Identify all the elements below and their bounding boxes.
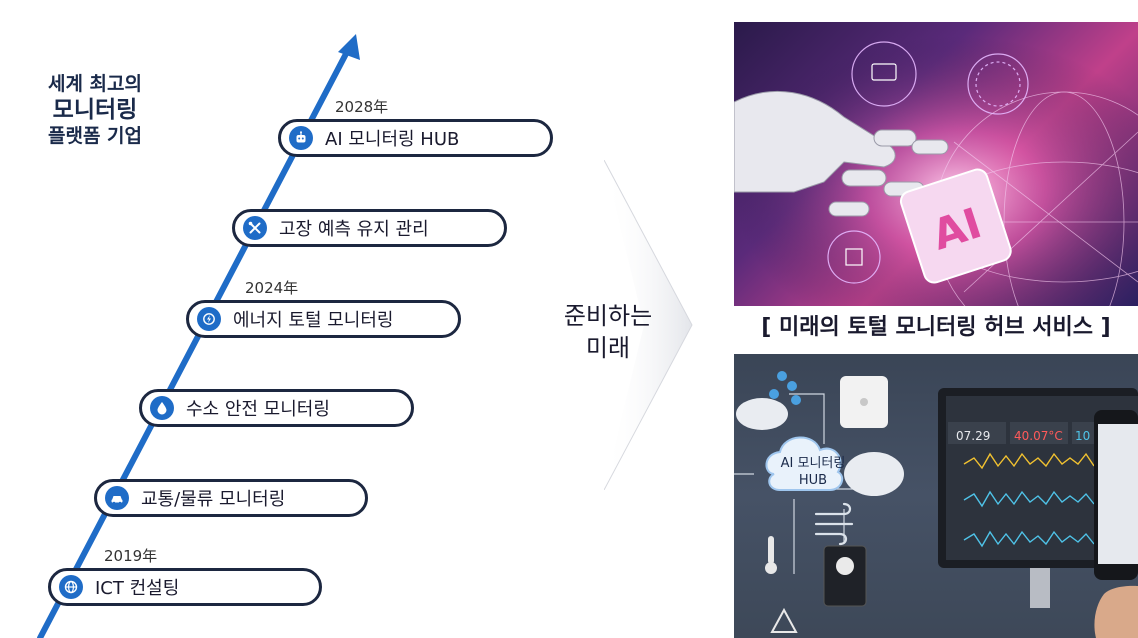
timeline-item-ai-monitoring-hub: AI 모니터링 HUB [278, 119, 553, 157]
timeline-item-label: ICT 컨설팅 [95, 578, 180, 599]
car-icon [105, 486, 129, 510]
hub-cloud-line-1: AI 모니터링 [780, 456, 846, 471]
timeline-item-label: 교통/물류 모니터링 [141, 489, 286, 510]
readout-temperature: 40.07°C [1014, 429, 1063, 443]
globe-chip-icon [59, 575, 83, 599]
timeline-item-energy-total: 에너지 토털 모니터링 [186, 300, 461, 338]
timeline-item-ict-consulting: ICT 컨설팅 [48, 568, 322, 606]
prepared-future-label: 준비하는 미래 [548, 300, 668, 364]
ai-robot-hand-photo: AI [734, 22, 1138, 306]
timeline-item-label: 에너지 토털 모니터링 [233, 310, 394, 331]
year-2024: 2024年 [245, 279, 299, 297]
readout-time: 07.29 [956, 429, 991, 443]
timeline-arrow-head [338, 34, 360, 60]
year-2028: 2028年 [335, 98, 389, 116]
chevron-arrow-icon [604, 160, 693, 490]
energy-cycle-icon [197, 307, 221, 331]
future-service-caption: [ 미래의 토털 모니터링 허브 서비스 ] [761, 315, 1111, 340]
year-2019: 2019年 [104, 547, 158, 565]
timeline-item-label: 수소 안전 모니터링 [186, 399, 330, 420]
slogan-line-1: 세계 최고의 [47, 73, 142, 95]
timeline-item-traffic-logistics: 교통/물류 모니터링 [94, 479, 368, 517]
ai-monitoring-hub-cloud: AI 모니터링 HUB [774, 455, 852, 489]
tools-icon [243, 216, 267, 240]
prepared-future-line-2: 미래 [585, 334, 631, 362]
iot-hub-photo [734, 354, 1138, 638]
timeline-item-hydrogen-safety: 수소 안전 모니터링 [139, 389, 414, 427]
water-drop-icon [150, 396, 174, 420]
prepared-future-line-1: 준비하는 [563, 302, 653, 330]
robot-icon [289, 126, 313, 150]
timeline-item-label: 고장 예측 유지 관리 [279, 219, 429, 240]
timeline-item-label: AI 모니터링 HUB [325, 129, 460, 150]
timeline-item-failure-prediction: 고장 예측 유지 관리 [232, 209, 507, 247]
readout-count: 10 [1075, 429, 1091, 443]
slogan-title: 세계 최고의 모니터링 플랫폼 기업 [30, 72, 160, 148]
hub-cloud-line-2: HUB [798, 473, 828, 488]
slogan-line-3: 플랫폼 기업 [47, 125, 142, 147]
slogan-line-2: 모니터링 [52, 97, 138, 123]
